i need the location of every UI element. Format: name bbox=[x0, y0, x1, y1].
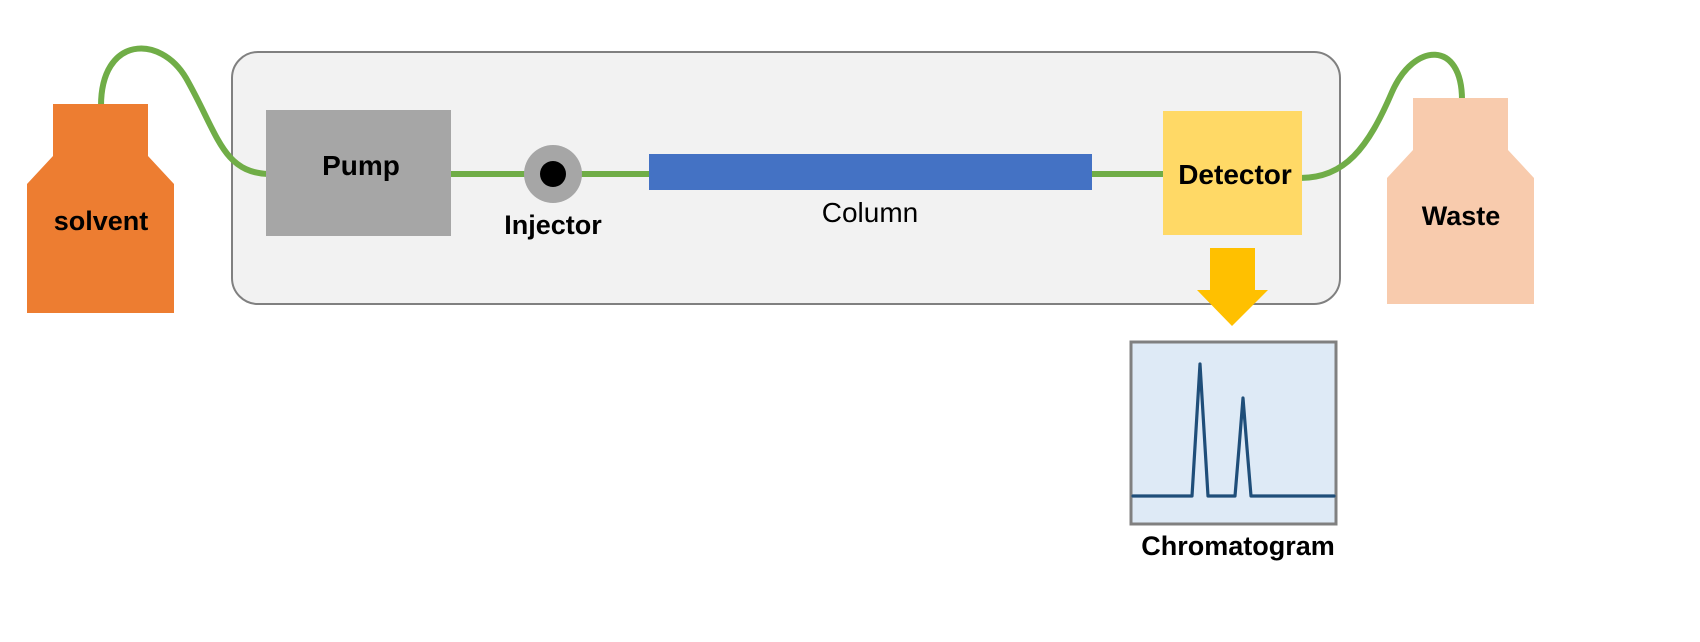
waste-bottle bbox=[1387, 98, 1534, 304]
pump-label: Pump bbox=[322, 150, 400, 181]
detector-label: Detector bbox=[1178, 159, 1292, 190]
solvent-bottle bbox=[27, 104, 174, 313]
pump-box bbox=[266, 110, 451, 236]
chromatogram-trace bbox=[1131, 362, 1336, 498]
down-arrow-icon bbox=[1197, 248, 1268, 326]
injector-valve-port-icon bbox=[540, 161, 566, 187]
tube-detector-to-waste bbox=[1297, 51, 1465, 181]
solvent-bottle-label: solvent bbox=[53, 206, 149, 236]
column-label: Column bbox=[821, 197, 919, 228]
tube-solvent-to-pump bbox=[98, 45, 271, 177]
waste-bottle-label: Waste bbox=[1421, 201, 1501, 231]
column-bar bbox=[649, 154, 1092, 190]
chromatogram-label: Chromatogram bbox=[1141, 531, 1335, 561]
detector-box bbox=[1163, 111, 1302, 235]
chromatogram-panel bbox=[1129, 340, 1338, 526]
injector-label: Injector bbox=[504, 210, 602, 240]
